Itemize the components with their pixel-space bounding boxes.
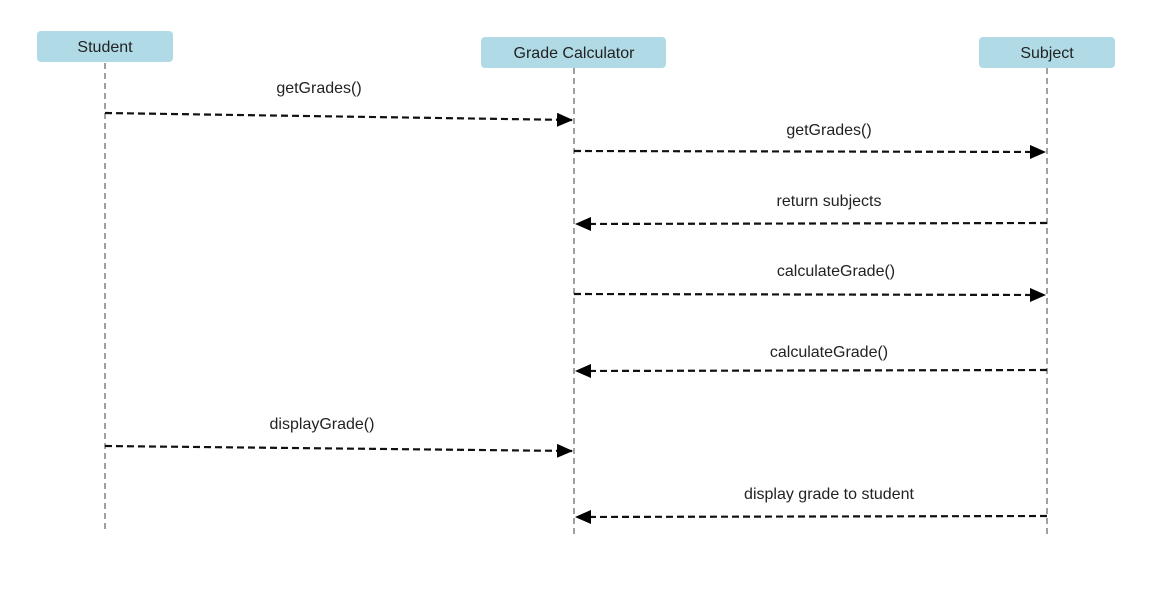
message-6-label: displayGrade() — [270, 416, 375, 433]
lifelines — [104, 63, 1048, 538]
message-6-arrow — [104, 443, 573, 458]
message-3-arrow — [575, 216, 1048, 231]
message-3: return subjects — [575, 193, 1048, 231]
actor-subject-label: Subject — [1020, 45, 1074, 62]
message-1-label: getGrades() — [276, 80, 361, 97]
message-1-arrow — [104, 111, 573, 127]
actor-student-label: Student — [77, 39, 133, 56]
actor-grade-calculator: Grade Calculator — [481, 37, 666, 68]
message-4-arrow — [573, 287, 1046, 302]
message-7-label: display grade to student — [744, 486, 914, 503]
actors: Student Grade Calculator Subject — [37, 31, 1115, 68]
actor-student-box — [37, 31, 173, 62]
actor-subject: Subject — [979, 37, 1115, 68]
message-2-arrow — [573, 144, 1046, 159]
message-1: getGrades() — [104, 80, 573, 127]
actor-grade-calculator-label: Grade Calculator — [514, 45, 636, 62]
actor-student: Student — [37, 31, 173, 62]
message-2: getGrades() — [573, 122, 1046, 159]
message-7-arrow — [575, 509, 1048, 524]
messages: getGrades() getGrades() return subjects … — [104, 80, 1048, 524]
message-4-label: calculateGrade() — [777, 263, 895, 280]
message-4: calculateGrade() — [573, 263, 1046, 302]
actor-grade-calculator-box — [481, 37, 666, 68]
message-5: calculateGrade() — [575, 344, 1048, 378]
message-2-label: getGrades() — [786, 122, 871, 139]
message-7: display grade to student — [575, 486, 1048, 524]
message-3-label: return subjects — [777, 193, 882, 210]
actor-subject-box — [979, 37, 1115, 68]
message-5-arrow — [575, 363, 1048, 378]
message-5-label: calculateGrade() — [770, 344, 888, 361]
message-6: displayGrade() — [104, 416, 573, 458]
